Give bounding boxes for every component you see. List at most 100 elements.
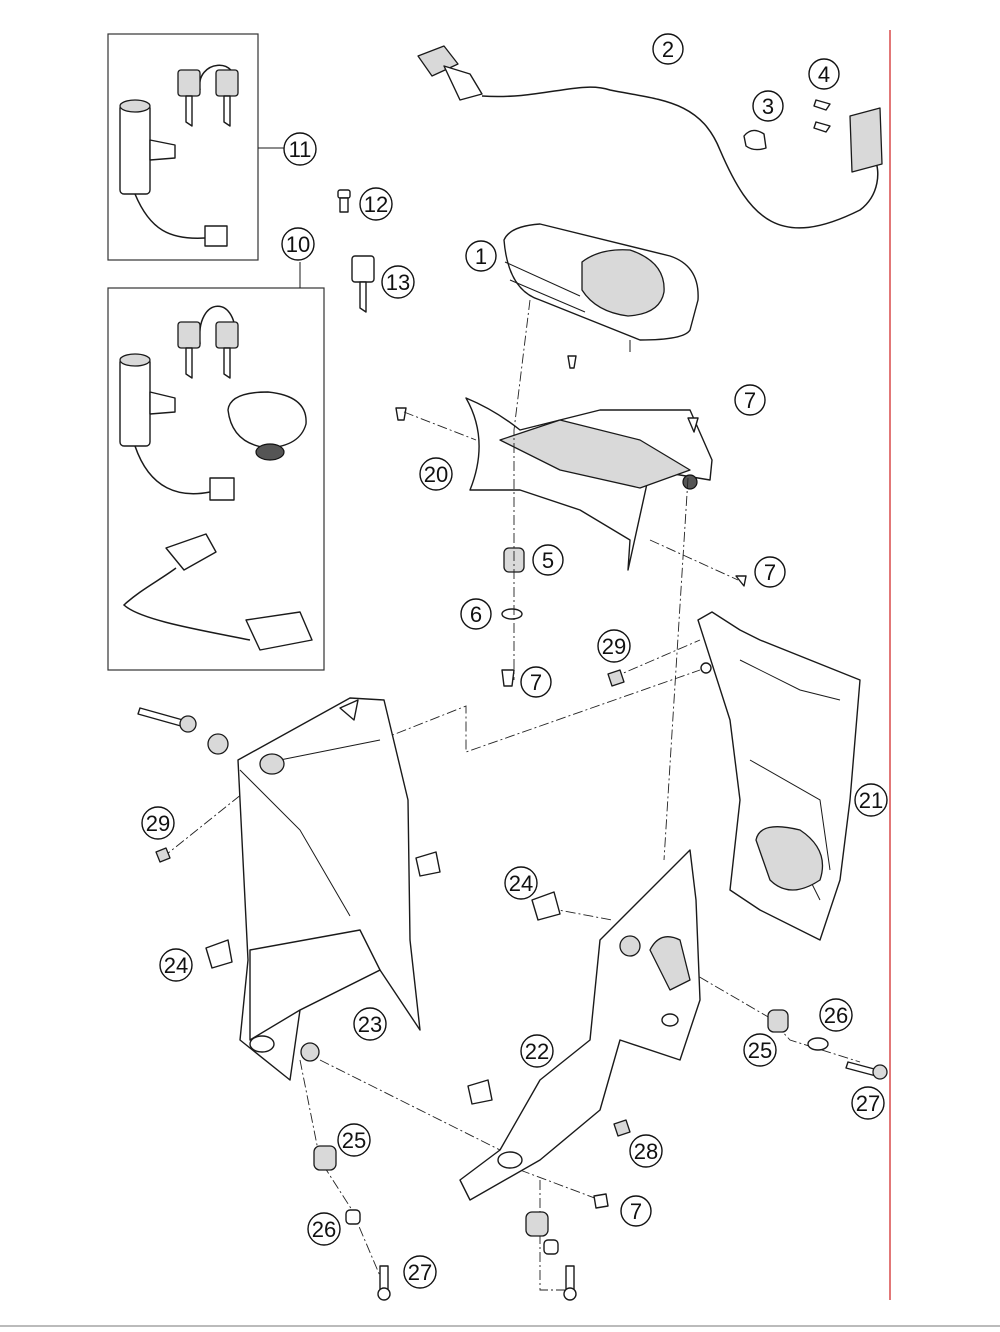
side-panel-21-part <box>697 611 861 941</box>
svg-text:7: 7 <box>630 1199 642 1224</box>
washer-26-right-part <box>807 1037 829 1051</box>
callout-5: 5 <box>532 544 564 576</box>
callout-7-right: 7 <box>754 556 786 588</box>
svg-text:27: 27 <box>408 1260 432 1285</box>
nut-29-right-part <box>607 669 625 687</box>
svg-text:24: 24 <box>509 871 533 896</box>
svg-text:12: 12 <box>364 192 388 217</box>
callout-27-right: 27 <box>851 1086 885 1120</box>
ignition-lock-11-part <box>119 64 239 247</box>
guide-line-panel <box>379 669 701 753</box>
callout-26-left: 26 <box>307 1212 341 1246</box>
svg-text:28: 28 <box>634 1139 658 1164</box>
callout-2: 2 <box>652 33 684 65</box>
svg-text:24: 24 <box>164 953 188 978</box>
callout-3: 3 <box>752 90 784 122</box>
svg-text:22: 22 <box>525 1039 549 1064</box>
guide-line-right-screw <box>649 539 739 581</box>
callout-24-left: 24 <box>159 948 193 982</box>
screw-12-part <box>337 189 351 213</box>
guide-line-lower <box>319 1059 501 1151</box>
speed-sensor-cable-2-part <box>417 45 879 229</box>
callout-4: 4 <box>808 58 840 90</box>
clip-24-mid-part <box>415 851 493 1105</box>
svg-text:7: 7 <box>530 670 542 695</box>
svg-text:29: 29 <box>146 811 170 836</box>
key-13-part <box>351 255 375 313</box>
left-fairing-23-part <box>237 697 421 1081</box>
callout-7-bottom: 7 <box>620 1195 652 1227</box>
grommet-25-bottom-part <box>525 1211 577 1301</box>
bolt-27-topleft-part <box>137 707 229 755</box>
svg-text:20: 20 <box>424 462 448 487</box>
callout-12: 12 <box>359 187 393 221</box>
svg-text:13: 13 <box>386 270 410 295</box>
callout-29-lower: 29 <box>141 806 175 840</box>
guide-line-29-right <box>611 639 701 679</box>
svg-text:23: 23 <box>358 1012 382 1037</box>
screw-7-bottom-part <box>593 1193 609 1209</box>
guide-line-25-left <box>299 1059 387 1291</box>
washer-6-part <box>501 608 523 620</box>
svg-text:7: 7 <box>744 388 756 413</box>
svg-text:29: 29 <box>602 634 626 659</box>
svg-text:6: 6 <box>470 602 482 627</box>
svg-text:4: 4 <box>818 62 830 87</box>
right-fairing-22-part <box>459 849 701 1201</box>
instrument-cluster-1-part <box>503 223 699 352</box>
svg-text:3: 3 <box>762 94 774 119</box>
svg-text:25: 25 <box>342 1128 366 1153</box>
callout-22: 22 <box>520 1034 554 1068</box>
callout-6: 6 <box>460 598 492 630</box>
bracket-4-part <box>849 107 883 173</box>
svg-text:2: 2 <box>662 37 674 62</box>
svg-text:11: 11 <box>289 137 312 162</box>
callout-13: 13 <box>381 265 415 299</box>
washer-26-left-part <box>345 1209 361 1225</box>
callout-25-right: 25 <box>743 1033 777 1067</box>
callout-21: 21 <box>854 783 888 817</box>
callout-23: 23 <box>353 1007 387 1041</box>
svg-text:26: 26 <box>312 1217 336 1242</box>
guide-line-cluster <box>513 299 531 680</box>
grommet-25-left-part <box>313 1145 337 1171</box>
callout-28: 28 <box>629 1134 663 1168</box>
lock-kit-10-parts <box>119 305 313 651</box>
callout-10: 10 <box>281 227 315 261</box>
screws-4-part <box>813 99 831 133</box>
callout-26-right: 26 <box>819 998 853 1032</box>
clip-24-right-part <box>531 891 561 921</box>
callout-24-right: 24 <box>504 866 538 900</box>
bolt-27-left-part <box>377 1265 391 1301</box>
instrument-mount-20-part <box>465 355 713 571</box>
bolt-27-right-part <box>845 1061 888 1080</box>
svg-text:25: 25 <box>748 1038 772 1063</box>
callout-29-upper: 29 <box>597 629 631 663</box>
ignition-kit-box-11 <box>107 33 259 261</box>
svg-text:27: 27 <box>856 1091 880 1116</box>
callout-11: 11 <box>283 132 317 166</box>
callout-7-upper: 7 <box>734 384 766 416</box>
screw-7-lower-part <box>501 669 515 687</box>
nut-29-left-part <box>155 847 171 863</box>
callout-7-lower: 7 <box>520 666 552 698</box>
grommet-25-right-part <box>767 1009 789 1033</box>
callout-27-left: 27 <box>403 1255 437 1289</box>
svg-text:26: 26 <box>824 1003 848 1028</box>
callout-1: 1 <box>465 240 497 272</box>
callout-20: 20 <box>419 457 453 491</box>
svg-text:10: 10 <box>286 232 310 257</box>
callout-25-left: 25 <box>337 1123 371 1157</box>
svg-text:5: 5 <box>542 548 554 573</box>
guide-line-center <box>663 477 689 861</box>
screw-28-part <box>613 1119 631 1137</box>
svg-text:7: 7 <box>764 560 776 585</box>
guide-line-24 <box>547 907 613 921</box>
screw-7-left-part <box>395 407 407 421</box>
screw-7-right-part <box>735 575 747 587</box>
guide-line-7-bottom <box>519 1169 601 1201</box>
guide-line-mount <box>403 411 477 441</box>
clip-24-left-part <box>205 939 233 969</box>
lock-kit-box-10 <box>107 287 325 671</box>
